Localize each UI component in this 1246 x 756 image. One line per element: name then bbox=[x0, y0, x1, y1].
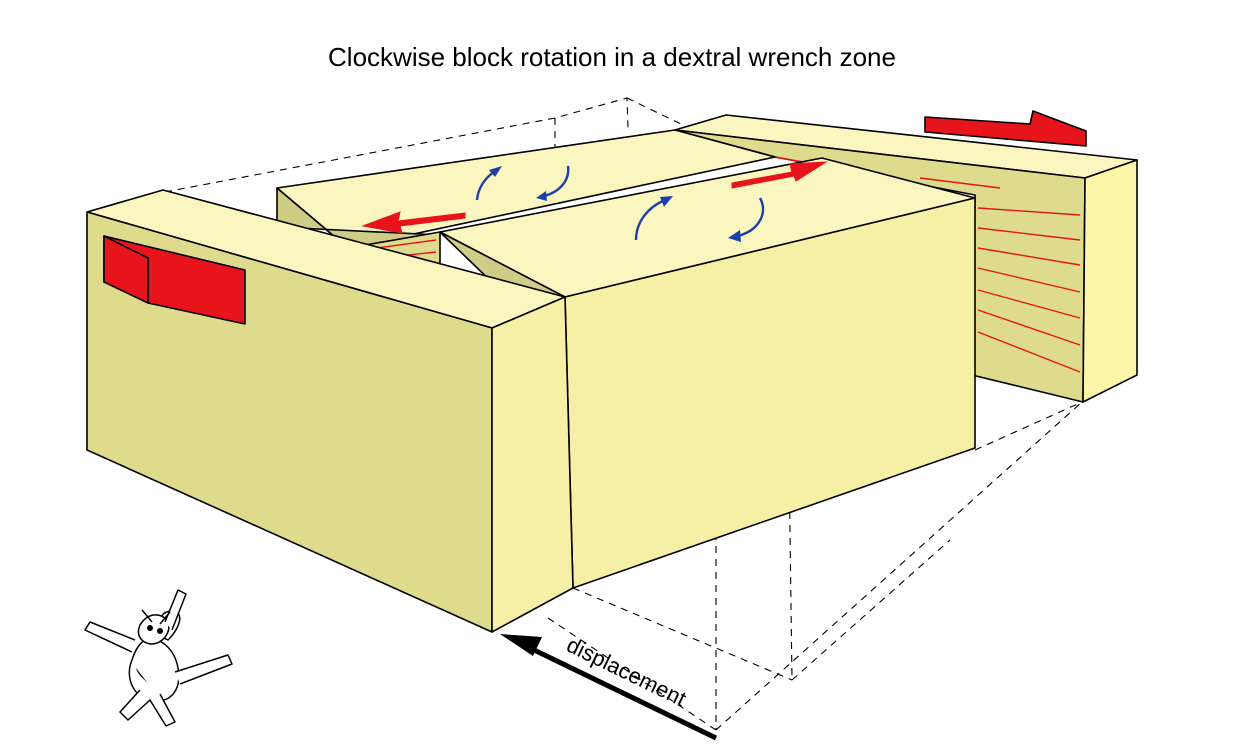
displacement-arrowhead-icon bbox=[500, 634, 542, 656]
shear-arrow-left-flap bbox=[103, 235, 149, 304]
slip-arrow-icon bbox=[361, 161, 828, 234]
middle-block-front bbox=[439, 157, 976, 589]
cartoon-cow-icon bbox=[84, 589, 233, 727]
clockwise-rotation-icon bbox=[475, 165, 765, 242]
right-block-end bbox=[1082, 159, 1138, 403]
left-block-end bbox=[491, 296, 574, 633]
diagram-title: Clockwise block rotation in a dextral wr… bbox=[328, 42, 896, 72]
displacement-arrow bbox=[500, 634, 718, 741]
slip-arrow-right bbox=[731, 161, 828, 189]
shear-arrow-top-right bbox=[924, 110, 1087, 147]
right-block bbox=[674, 114, 1138, 403]
left-block bbox=[86, 189, 574, 633]
dextral-shear-arrows-icon bbox=[103, 110, 1087, 325]
slip-arrow-left bbox=[361, 211, 466, 234]
